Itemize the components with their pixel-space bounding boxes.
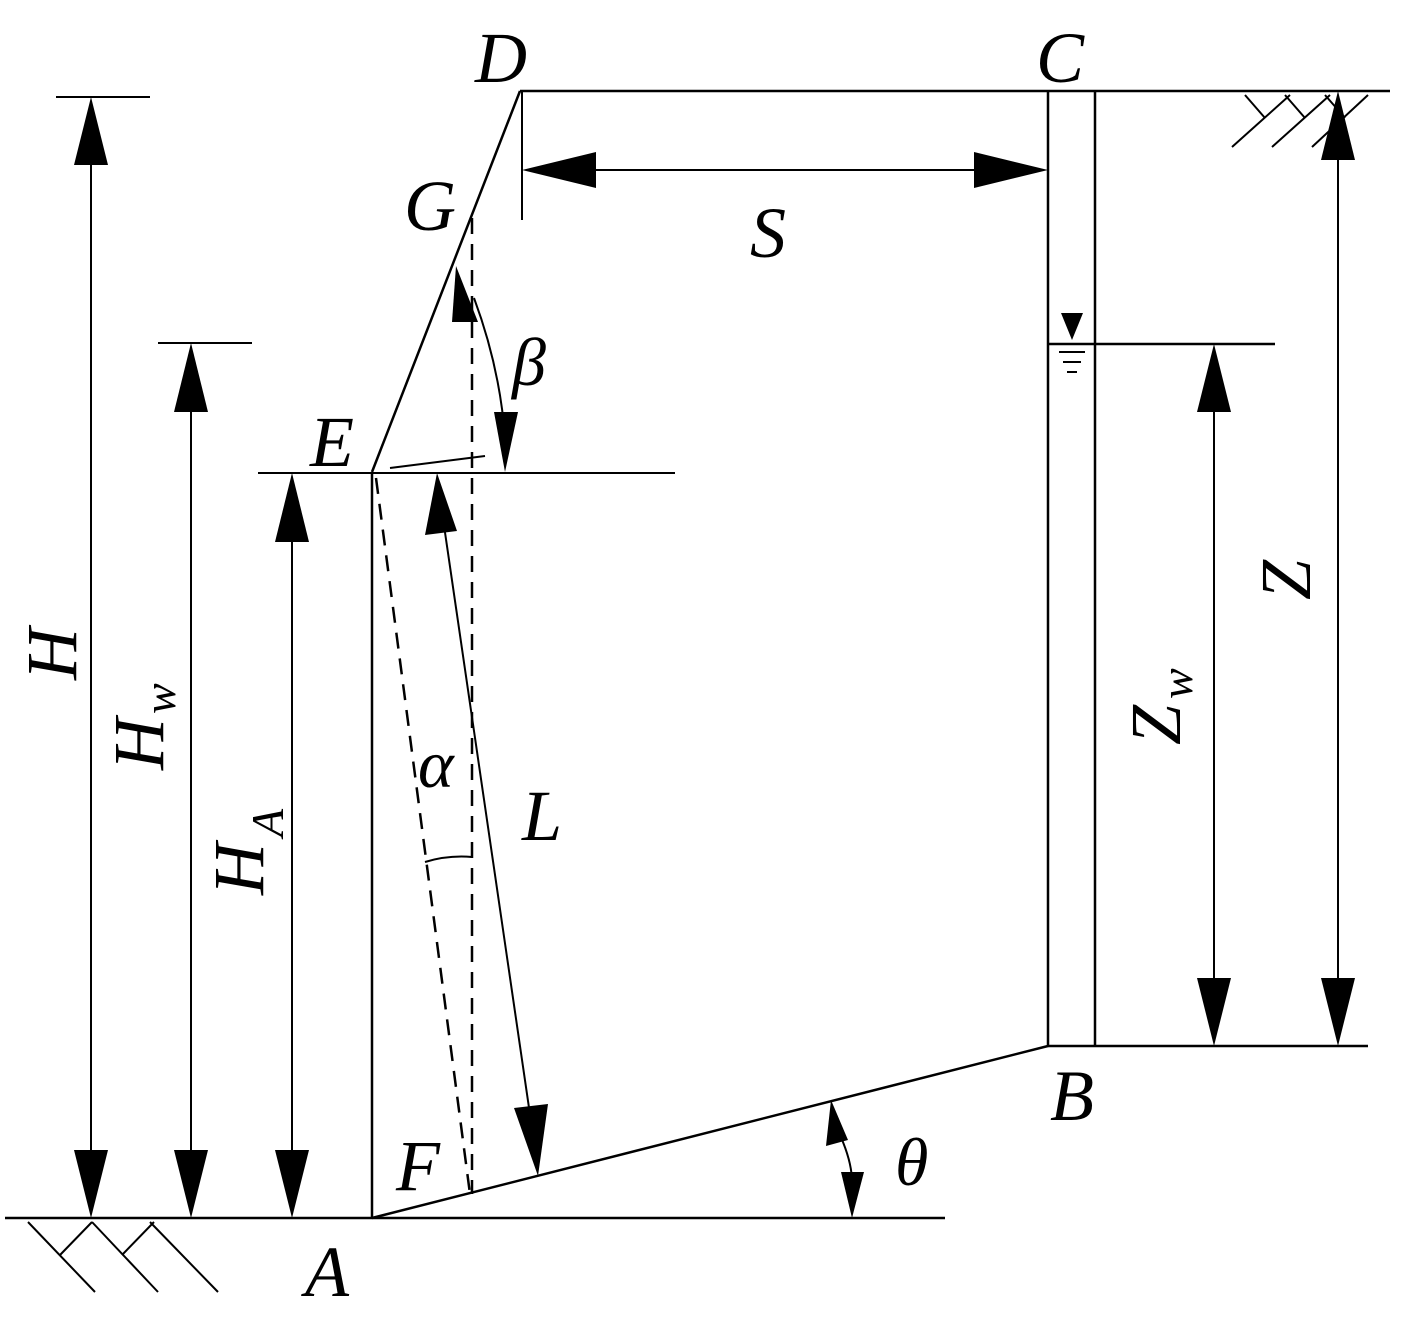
label-point-B: B <box>1050 1056 1094 1136</box>
label-Hw: H w <box>99 683 185 771</box>
tick-near-E <box>389 455 486 469</box>
dim-HA <box>275 473 309 1218</box>
dim-S <box>522 152 1048 188</box>
angle-beta-arc <box>452 266 518 472</box>
label-point-A: A <box>301 1232 350 1312</box>
slope-face-DE <box>370 90 522 473</box>
ground-hatch-bottom <box>27 1221 219 1293</box>
label-HA: H A <box>199 808 293 896</box>
svg-text:H: H <box>99 714 179 771</box>
angle-theta-arc <box>826 1100 864 1218</box>
label-Zw: Z w <box>1116 668 1202 745</box>
svg-text:w: w <box>134 683 185 714</box>
dim-Zw <box>1197 344 1231 1046</box>
label-point-G: G <box>404 166 456 246</box>
svg-text:Z: Z <box>1116 704 1196 745</box>
label-point-D: D <box>474 18 527 98</box>
label-Z: Z <box>1246 559 1326 600</box>
label-L: L <box>521 776 562 856</box>
svg-text:A: A <box>242 808 293 840</box>
label-alpha: α <box>418 726 455 802</box>
dashed-incline <box>374 477 472 1195</box>
dim-Hw <box>174 343 208 1218</box>
water-level-triangle-icon <box>1061 313 1083 340</box>
svg-text:H: H <box>199 839 279 896</box>
label-beta: β <box>510 324 546 400</box>
dim-Z <box>1321 91 1355 1046</box>
label-point-C: C <box>1036 18 1085 98</box>
label-point-E: E <box>309 402 354 482</box>
base-line-AB <box>371 1044 1049 1220</box>
label-theta: θ <box>895 1124 928 1200</box>
label-H: H <box>12 624 92 681</box>
dim-H <box>74 97 108 1218</box>
angle-alpha-arc <box>424 855 473 863</box>
label-point-F: F <box>395 1126 441 1206</box>
label-S: S <box>750 193 786 273</box>
svg-text:w: w <box>1151 668 1202 699</box>
dim-L <box>425 473 548 1176</box>
